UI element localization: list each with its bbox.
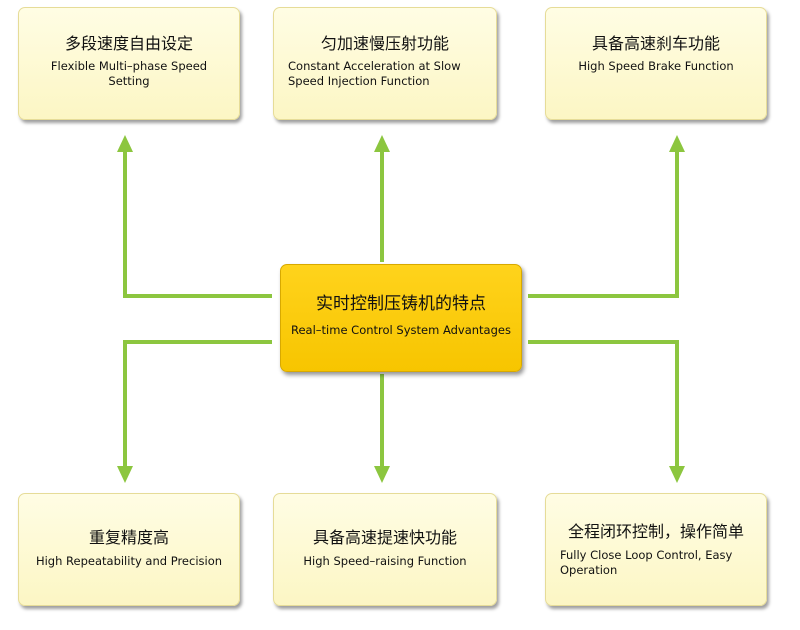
node-title-en: High Speed–raising Function [303,554,467,568]
node-title-zh: 多段速度自由设定 [64,34,193,53]
center-title-en: Real–time Control System Advantages [291,323,511,337]
arrowhead-bottom-center [374,466,390,483]
node-closed-loop-control: 全程闭环控制，操作简单 Fully Close Loop Control, Ea… [545,493,767,606]
connector-bottom-left [123,340,272,466]
arrowhead-bottom-left [117,466,133,483]
node-high-speed-raising: 具备高速提速快功能 High Speed–raising Function [273,493,497,606]
arrowhead-top-left [117,135,133,152]
node-title-en: High Speed Brake Function [578,59,734,73]
center-node-realtime-control: 实时控制压铸机的特点 Real–time Control System Adva… [280,264,522,372]
connector-top-left [123,152,272,298]
node-title-en: High Repeatability and Precision [35,554,223,568]
node-constant-acceleration: 匀加速慢压射功能 Constant Acceleration at Slow S… [273,7,497,120]
center-title-zh: 实时控制压铸机的特点 [316,294,486,314]
node-title-zh: 重复精度高 [88,528,169,547]
node-high-repeatability: 重复精度高 High Repeatability and Precision [18,493,240,606]
connector-top-right [528,152,679,298]
connector-bottom-right [528,340,679,466]
node-title-en: Flexible Multi–phase Speed Setting [50,59,208,88]
node-title-zh: 具备高速提速快功能 [312,528,457,547]
arrowhead-top-center [374,135,390,152]
node-flexible-speed-setting: 多段速度自由设定 Flexible Multi–phase Speed Sett… [18,7,240,120]
node-title-zh: 具备高速刹车功能 [591,34,720,53]
node-title-zh: 匀加速慢压射功能 [320,34,449,53]
arrowhead-top-right [669,135,685,152]
node-title-en: Fully Close Loop Control, Easy Operation [560,548,733,577]
node-high-speed-brake: 具备高速刹车功能 High Speed Brake Function [545,7,767,120]
arrowhead-bottom-right [669,466,685,483]
node-title-en: Constant Acceleration at Slow Speed Inje… [288,59,461,88]
node-title-zh: 全程闭环控制，操作简单 [567,522,744,541]
